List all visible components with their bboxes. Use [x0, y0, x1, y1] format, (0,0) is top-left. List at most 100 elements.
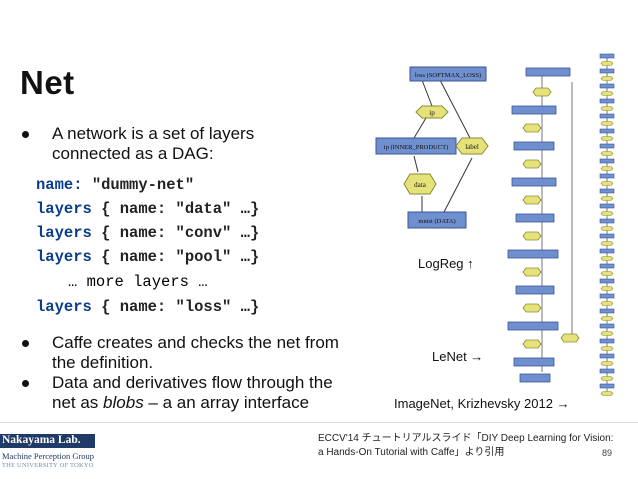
blob-node: [600, 256, 614, 261]
blob-node: [600, 91, 614, 96]
mnist-layer-label: mnist (DATA): [418, 218, 455, 225]
ip-blob: [415, 105, 449, 119]
edge: [421, 79, 433, 107]
data-blob: [403, 173, 437, 195]
bullet3-line2: net as blobs – a an array interface: [52, 393, 310, 412]
page-number: 89: [602, 448, 613, 458]
bullet2-line2: the definition.: [52, 353, 154, 372]
bullet-dot: [22, 340, 29, 347]
layer-node: [513, 141, 555, 151]
layer-node: [599, 278, 615, 284]
code-line-6: layers { name: "loss" …}: [36, 298, 260, 316]
blob-node: [600, 346, 614, 351]
imagenet-diagram: [599, 53, 615, 396]
loss-layer: [409, 66, 487, 82]
blob-node: [600, 121, 614, 126]
blob-node: [522, 303, 542, 313]
bullet1-line2: connected as a DAG:: [52, 144, 214, 163]
edge: [439, 79, 471, 139]
blob-node: [600, 391, 614, 396]
layer-node: [599, 128, 615, 134]
footer-divider: [0, 422, 638, 423]
blob-node: [560, 333, 580, 343]
logo-subtitle: Machine Perception Group: [2, 451, 95, 461]
bullet3-line1: Data and derivatives flow through the: [52, 373, 333, 392]
edge: [443, 157, 473, 213]
layer-node: [599, 293, 615, 299]
layer-node: [599, 263, 615, 269]
lenet-label: LeNet →: [432, 349, 484, 364]
layer-node: [599, 338, 615, 344]
bullet1-line1: A network is a set of layers: [52, 124, 255, 143]
layer-node: [599, 188, 615, 194]
blob-node: [522, 195, 542, 205]
code-line-4: layers { name: "pool" …}: [36, 248, 260, 266]
layer-node: [525, 67, 571, 77]
blob-node: [600, 271, 614, 276]
citation-line2: a Hands-On Tutorial with Caffe」より引用: [318, 447, 505, 458]
blob-node: [522, 339, 542, 349]
bullet-dot: [22, 380, 29, 387]
layer-node: [599, 218, 615, 224]
blob-node: [600, 181, 614, 186]
blob-node: [600, 316, 614, 321]
code-line-1: name: "dummy-net": [36, 176, 195, 194]
layer-node: [599, 143, 615, 149]
layer-node: [599, 53, 615, 59]
layer-node: [599, 248, 615, 254]
layer-node: [599, 113, 615, 119]
blob-node: [600, 61, 614, 66]
bullet2-line1: Caffe creates and checks the net from: [52, 333, 339, 352]
edge: [413, 117, 427, 139]
ip-blob-label: ip: [429, 109, 435, 117]
layer-node: [599, 203, 615, 209]
blob-node: [522, 231, 542, 241]
blob-node: [532, 87, 552, 97]
layer-node: [511, 177, 557, 187]
layer-node: [599, 353, 615, 359]
layer-node: [599, 323, 615, 329]
ip-layer-label: ip (INNER_PRODUCT): [384, 144, 448, 151]
blob-node: [522, 267, 542, 277]
layer-node: [599, 68, 615, 74]
lenet-diagram: [507, 67, 580, 383]
citation-line1: ECCV'14 チュートリアルスライド「DIY Deep Learning fo…: [318, 433, 614, 444]
blob-node: [600, 376, 614, 381]
layer-node: [515, 213, 555, 223]
citation: ECCV'14 チュートリアルスライド「DIY Deep Learning fo…: [318, 432, 618, 460]
layer-node: [599, 158, 615, 164]
blob-node: [600, 136, 614, 141]
logreg-diagram: loss (SOFTMAX_LOSS) ip ip (INNER_PRODUCT…: [375, 66, 489, 229]
blob-node: [600, 151, 614, 156]
label-blob: [455, 137, 489, 155]
lab-logo: Nakayama Lab. Machine Perception Group T…: [0, 434, 110, 479]
blob-node: [600, 331, 614, 336]
logo-name: Nakayama Lab.: [2, 434, 81, 446]
loss-layer-label: loss (SOFTMAX_LOSS): [415, 72, 481, 79]
bullet-dot: [22, 131, 29, 138]
code-line-5: … more layers …: [68, 273, 208, 291]
blob-node: [522, 159, 542, 169]
layer-node: [599, 368, 615, 374]
layer-node: [513, 357, 555, 367]
edge: [413, 155, 419, 173]
logreg-label: LogReg ↑: [418, 256, 474, 271]
blob-node: [600, 301, 614, 306]
blob-node: [600, 196, 614, 201]
blob-node: [600, 241, 614, 246]
layer-node: [599, 233, 615, 239]
mnist-layer: [407, 211, 467, 229]
blob-node: [522, 123, 542, 133]
data-blob-label: data: [414, 181, 427, 189]
layer-node: [599, 173, 615, 179]
layer-node: [519, 373, 551, 383]
blob-node: [600, 106, 614, 111]
layer-node: [599, 383, 615, 389]
code-line-2: layers { name: "data" …}: [36, 200, 260, 218]
blob-node: [600, 211, 614, 216]
layer-node: [507, 249, 559, 259]
imagenet-label: ImageNet, Krizhevsky 2012 →: [394, 396, 570, 411]
blob-node: [600, 166, 614, 171]
logo-university: THE UNIVERSITY OF TOKYO: [2, 462, 94, 469]
